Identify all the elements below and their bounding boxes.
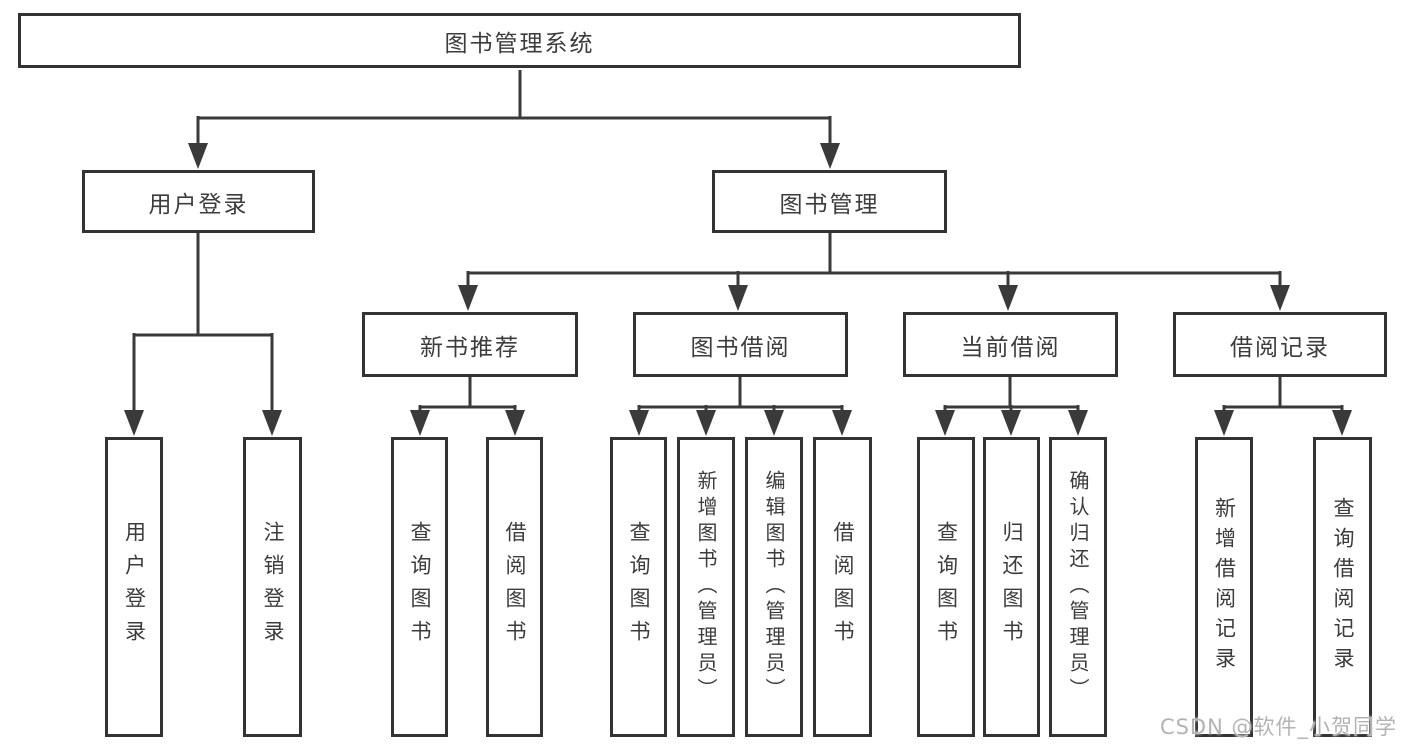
node-root-label: 图书管理系统 xyxy=(444,30,595,57)
leaf-borrow-books-2: 借阅图书 xyxy=(813,437,872,737)
leaf-query-borrow-record-label: 查询借阅记录 xyxy=(1331,497,1355,677)
leaf-query-books-current: 查询图书 xyxy=(917,437,975,737)
node-current-borrow-label: 当前借阅 xyxy=(960,334,1061,361)
node-user-login-label: 用户登录 xyxy=(148,191,249,218)
leaf-return-book-label: 归还图书 xyxy=(1000,521,1024,653)
leaf-confirm-return-admin-label: 确认归还（管理员） xyxy=(1066,470,1090,704)
node-borrow-records: 借阅记录 xyxy=(1173,312,1387,377)
leaf-return-book: 归还图书 xyxy=(983,437,1040,737)
node-borrow-records-label: 借阅记录 xyxy=(1230,334,1330,361)
csdn-watermark: CSDN @软件_小贺同学 xyxy=(1159,715,1397,739)
leaf-logout: 注销登录 xyxy=(243,437,302,737)
node-book-borrow-label: 图书借阅 xyxy=(690,334,791,361)
leaf-edit-book-admin-label: 编辑图书（管理员） xyxy=(762,470,786,704)
leaf-borrow-books-recommend-label: 借阅图书 xyxy=(503,521,527,653)
node-new-book-recommend-label: 新书推荐 xyxy=(420,334,520,361)
leaf-query-books-current-label: 查询图书 xyxy=(934,521,959,653)
leaf-add-borrow-record: 新增借阅记录 xyxy=(1195,437,1253,737)
node-user-login: 用户登录 xyxy=(82,170,315,233)
leaf-user-login: 用户登录 xyxy=(105,437,163,737)
leaf-query-borrow-record: 查询借阅记录 xyxy=(1313,437,1372,737)
leaf-query-books-recommend-label: 查询图书 xyxy=(408,521,432,653)
node-book-borrow: 图书借阅 xyxy=(633,312,848,377)
leaf-borrow-books-2-label: 借阅图书 xyxy=(831,521,855,653)
leaf-borrow-books-recommend: 借阅图书 xyxy=(486,437,543,737)
node-book-management-label: 图书管理 xyxy=(779,191,880,218)
leaf-edit-book-admin: 编辑图书（管理员） xyxy=(745,437,803,737)
arrowheads xyxy=(124,143,1352,436)
leaf-query-books-recommend: 查询图书 xyxy=(391,437,448,737)
node-book-management: 图书管理 xyxy=(712,170,947,233)
leaf-logout-label: 注销登录 xyxy=(261,521,285,653)
leaf-query-books-borrow-label: 查询图书 xyxy=(627,521,651,653)
leaf-add-book-admin-label: 新增图书（管理员） xyxy=(694,470,718,704)
node-current-borrow: 当前借阅 xyxy=(903,312,1118,377)
leaf-user-login-label: 用户登录 xyxy=(122,521,147,653)
leaf-add-borrow-record-label: 新增借阅记录 xyxy=(1212,497,1237,677)
node-root: 图书管理系统 xyxy=(18,13,1021,68)
node-new-book-recommend: 新书推荐 xyxy=(362,312,578,377)
leaf-query-books-borrow: 查询图书 xyxy=(610,437,667,737)
leaf-confirm-return-admin: 确认归还（管理员） xyxy=(1049,437,1107,737)
leaf-add-book-admin: 新增图书（管理员） xyxy=(677,437,735,737)
